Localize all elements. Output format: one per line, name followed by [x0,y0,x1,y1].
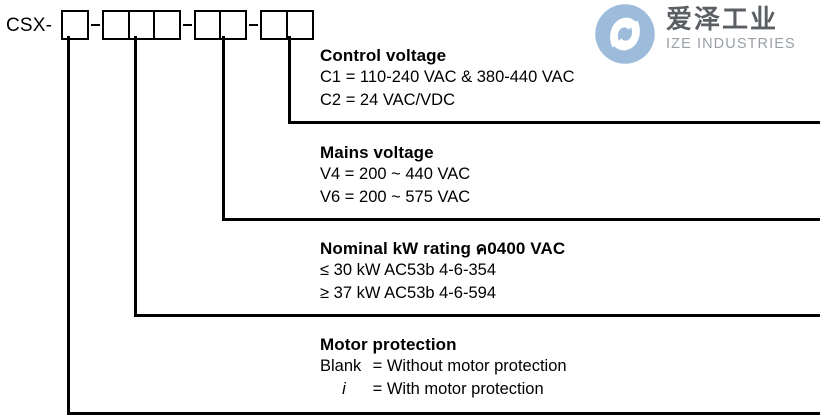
option-value: With motor protection [386,380,544,398]
code-box[interactable] [219,10,248,40]
equals-sign: = [372,380,383,398]
option-value: 200 ~ 575 VAC [359,188,471,206]
code-box[interactable] [127,10,156,40]
block-line: C2 = 24 VAC/VDC [320,89,575,112]
option-value: 200 ~ 440 VAC [359,165,471,183]
option-code: C1 [320,68,342,86]
equals-sign: = [344,165,355,183]
option-code: C2 [320,91,342,109]
option-code: ≥ [320,284,330,302]
code-separator-dash [183,23,193,27]
logo-wordmark: 爱泽工业 IZE INDUSTRIES [666,5,816,53]
option-value: 24 VAC/VDC [359,91,455,109]
option-value: 110-240 VAC & 380-440 VAC [359,68,575,86]
option-code: V6 [320,188,341,206]
block-control-voltage: Control voltage C1 = 110-240 VAC & 380-4… [320,46,575,112]
company-logo: 爱泽工业 IZE INDUSTRIES [592,2,816,64]
option-value: 37 kW AC53b 4-6-594 [333,284,496,302]
leader-line-mains-voltage [222,36,225,221]
block-motor-protection: Motor protection Blank = Without motor p… [320,335,567,401]
leader-line-kw-rating [134,36,137,317]
block-mains-voltage: Mains voltage V4 = 200 ~ 440 VAC V6 = 20… [320,143,470,209]
option-code: i [342,380,346,398]
code-box[interactable] [102,10,131,40]
code-box[interactable] [285,10,314,40]
leader-line-motor-protection [67,36,70,415]
part-number-prefix: CSX- [6,14,53,36]
logo-chinese-name: 爱泽工业 [666,5,779,35]
code-box[interactable] [153,10,182,40]
block-line: ≤ 30 kW AC53b 4-6-354 [320,259,565,282]
block-line: C1 = 110-240 VAC & 380-440 VAC [320,66,575,89]
code-box[interactable] [61,10,90,40]
leader-rule-mains-voltage [222,218,820,221]
block-title: Mains voltage [320,143,434,162]
code-separator-dash [91,23,101,27]
block-line: V4 = 200 ~ 440 VAC [320,163,470,186]
logo-english-name: IZE INDUSTRIES [666,36,796,52]
option-code: ≤ [320,261,330,279]
block-title: Control voltage [320,46,447,65]
option-code: Blank [320,357,362,375]
option-code: V4 [320,165,341,183]
leader-rule-control-voltage [288,121,820,124]
equals-sign: = [345,91,356,109]
ize-industries-circle-mark [595,4,655,64]
code-box[interactable] [194,10,223,40]
block-line: Blank = Without motor protection [320,355,567,378]
option-value: 30 kW AC53b 4-6-354 [333,261,496,279]
leader-rule-kw-rating [134,314,820,317]
code-group-control-voltage [260,10,314,40]
code-group-kw-rating [102,10,182,40]
code-group-mains-voltage [194,10,248,40]
part-number-code-row: CSX- [6,8,314,42]
block-line: ≥ 37 kW AC53b 4-6-594 [320,282,565,305]
block-line: i = With motor protection [320,378,567,401]
block-title: Nominal kW rating ค0400 VAC [320,239,566,258]
block-line: V6 = 200 ~ 575 VAC [320,186,470,209]
code-group-motor-protection [61,10,90,40]
code-box[interactable] [260,10,289,40]
option-value: Without motor protection [386,357,567,375]
code-separator-dash [249,23,259,27]
equals-sign: = [372,357,383,375]
leader-line-control-voltage [288,36,291,124]
equals-sign: = [345,68,356,86]
block-title: Motor protection [320,335,457,354]
equals-sign: = [344,188,355,206]
leader-rule-motor-protection [67,412,820,415]
block-kw-rating: Nominal kW rating ค0400 VAC ≤ 30 kW AC53… [320,239,565,305]
